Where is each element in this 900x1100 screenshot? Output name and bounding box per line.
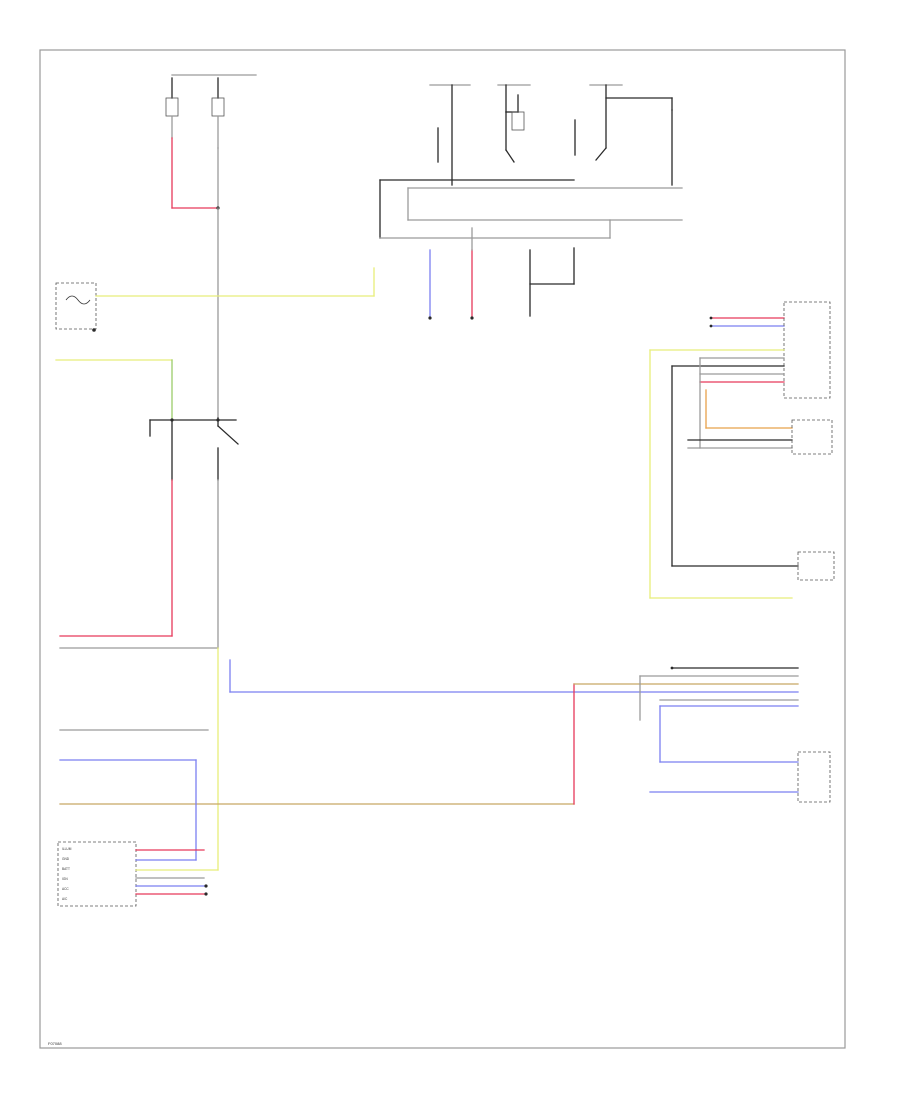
figure-code: F07088: [48, 1041, 62, 1046]
bcm-pin-batt: BATT: [62, 867, 70, 871]
bcm-pin-ign: IGN: [62, 877, 68, 881]
bcm-pin-gnd: GND: [62, 857, 70, 861]
ac-compressor: [55, 282, 97, 332]
center-relay-group: [429, 84, 673, 186]
right-joint-connector: [639, 666, 831, 803]
bcm-pin-ac: A/C: [62, 897, 68, 901]
diagram-frame: [39, 49, 846, 1049]
fusible-link-box: [165, 74, 257, 149]
right-ecm-harness: [649, 301, 835, 599]
bcm-pin-acc: ACC: [62, 887, 69, 891]
fuse-relay-group: [171, 137, 220, 210]
bcm-module: ILLUM GND BATT IGN ACC A/C: [57, 841, 219, 907]
ipdm-er-block: [379, 179, 683, 239]
bcm-pin-illum: ILLUM: [62, 847, 72, 851]
